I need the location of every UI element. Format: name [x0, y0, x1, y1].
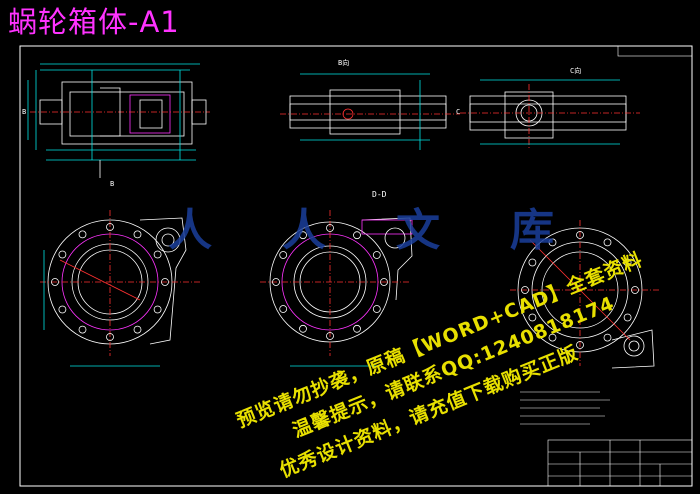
b-direction-view	[280, 73, 460, 150]
dd-section-view	[260, 210, 413, 367]
c-view-label: C向	[570, 67, 582, 75]
bolt-hole	[326, 224, 334, 232]
main-section-view	[27, 63, 210, 178]
rear-view	[510, 220, 660, 369]
bolt-hole	[106, 333, 114, 341]
section-mark-c: C	[456, 108, 461, 116]
bolt-hole	[153, 305, 162, 314]
bolt-hole	[521, 286, 529, 294]
bolt-hole	[153, 250, 162, 259]
bolt-hole	[372, 251, 381, 259]
bolt-hole	[78, 230, 87, 239]
bolt-hole	[631, 286, 639, 294]
b-view-label: B向	[338, 59, 350, 67]
section-mark-b-bottom: B	[110, 180, 115, 188]
dd-section-label: D-D	[372, 190, 387, 199]
bolt-hole	[603, 333, 612, 342]
bolt-hole	[299, 324, 307, 333]
bolt-hole	[78, 325, 87, 334]
bolt-hole	[623, 313, 632, 322]
bolt-hole	[623, 258, 632, 267]
bolt-hole	[58, 305, 67, 314]
bolt-hole	[353, 231, 361, 240]
bolt-hole	[279, 251, 288, 259]
watermark-logo: 人人文库	[168, 205, 624, 256]
bolt-hole	[272, 278, 280, 286]
bolt-hole	[528, 313, 537, 322]
drawing-title: 蜗轮箱体-A1	[8, 5, 180, 39]
bolt-hole	[372, 305, 381, 313]
bolt-hole	[106, 223, 114, 231]
bolt-hole	[353, 324, 361, 333]
corner-box	[617, 45, 693, 57]
bolt-hole	[603, 238, 612, 247]
bolt-holes-right	[521, 231, 639, 349]
bolt-hole	[279, 305, 288, 313]
bolt-hole	[326, 332, 334, 340]
bolt-hole	[528, 258, 537, 267]
bolt-holes-left	[51, 223, 169, 341]
bolt-hole	[161, 278, 169, 286]
flange-plan-view	[40, 210, 200, 367]
section-mark-b-left: B	[22, 108, 27, 116]
c-direction-view	[460, 79, 640, 150]
technical-notes	[520, 391, 610, 425]
bolt-hole	[51, 278, 59, 286]
bolt-hole	[58, 250, 67, 259]
bolt-hole	[133, 230, 142, 239]
bolt-hole	[548, 333, 557, 342]
bolt-hole	[576, 341, 584, 349]
bolt-hole	[299, 231, 307, 240]
bolt-hole	[380, 278, 388, 286]
bolt-hole	[548, 238, 557, 247]
bolt-hole	[576, 231, 584, 239]
drawing-frame	[19, 45, 693, 487]
title-block	[547, 439, 693, 487]
bolt-holes-middle	[272, 224, 388, 340]
bolt-hole	[133, 325, 142, 334]
